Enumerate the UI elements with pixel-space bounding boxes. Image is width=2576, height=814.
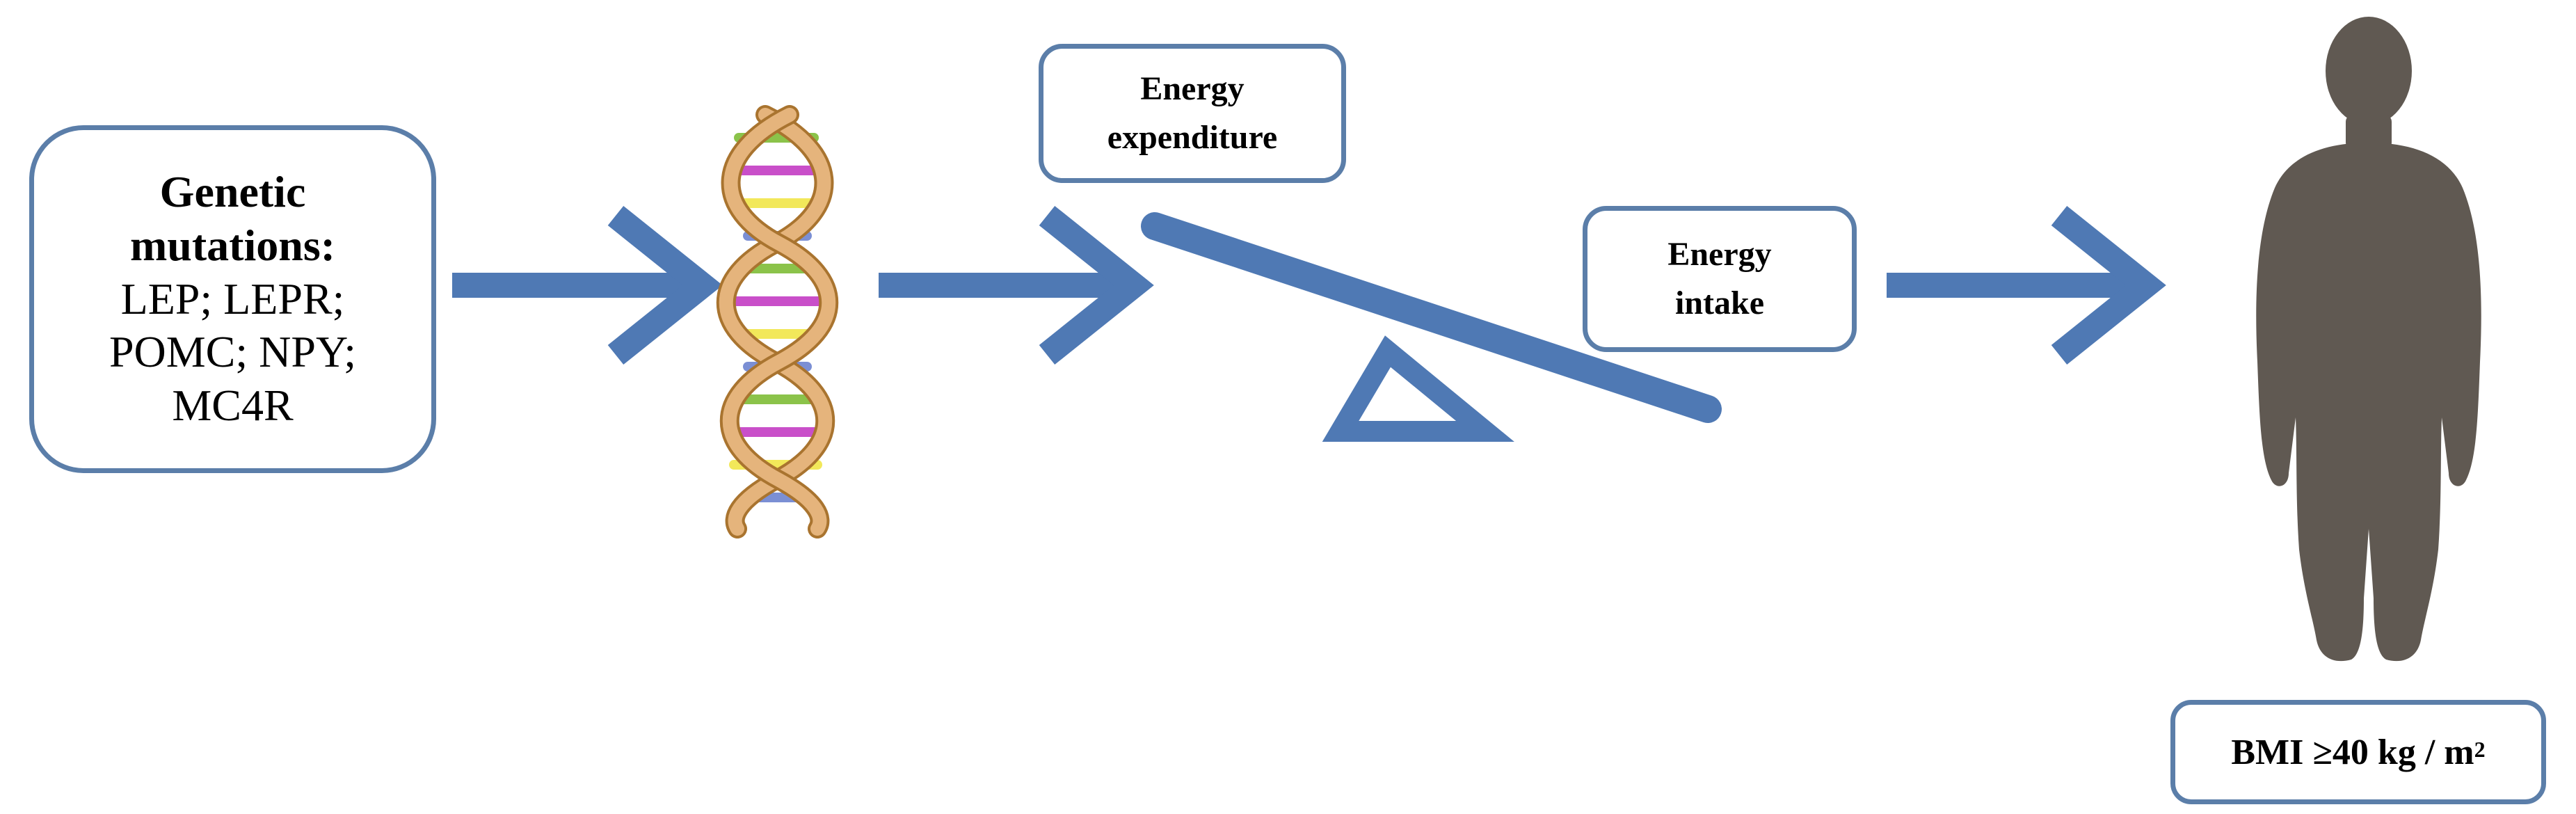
arrow-balance-to-person <box>1887 205 2166 365</box>
energy-expenditure-box: Energy expenditure <box>1039 44 1346 183</box>
bmi-exponent: 2 <box>2474 736 2486 762</box>
intake-line2: intake <box>1674 285 1764 321</box>
intake-line1: Energy <box>1667 236 1772 273</box>
genetic-mutations-box: Genetic mutations: LEP; LEPR; POMC; NPY;… <box>29 125 436 473</box>
genes-line2: POMC; NPY; <box>109 327 357 377</box>
balance-beam <box>1141 212 1722 423</box>
dna-helix-icon <box>716 105 839 538</box>
energy-intake-box: Energy intake <box>1583 206 1857 352</box>
arrow-genes-to-dna <box>452 205 723 365</box>
obese-person-silhouette-icon <box>2256 17 2481 662</box>
genetic-title-line1: Genetic <box>159 167 306 216</box>
expenditure-line2: expenditure <box>1107 119 1278 156</box>
genes-line3: MC4R <box>172 381 294 431</box>
bmi-label: BMI ≥40 kg / m <box>2231 732 2474 772</box>
genes-line1: LEP; LEPR; <box>120 273 345 324</box>
expenditure-line1: Energy <box>1140 70 1245 108</box>
arrow-dna-to-balance <box>879 205 1154 365</box>
balance-fulcrum <box>1322 335 1514 442</box>
genetic-title-line2: mutations: <box>129 220 336 270</box>
